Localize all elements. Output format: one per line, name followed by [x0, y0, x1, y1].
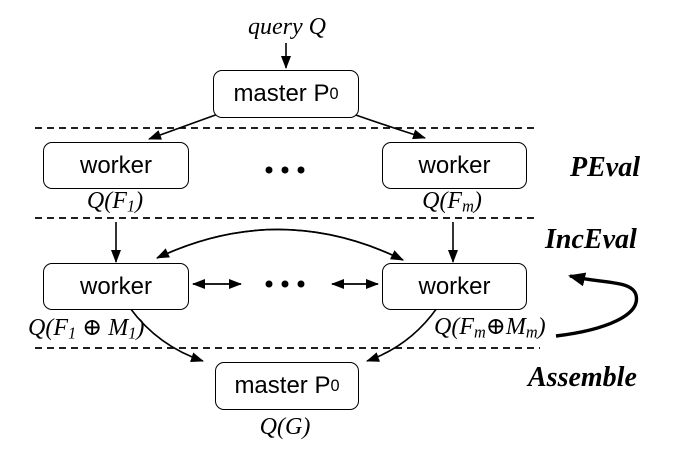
ellipsis-top-icon	[265, 166, 305, 174]
phase-label-inceval: IncEval	[545, 224, 637, 255]
qfm-sub: m	[462, 196, 474, 216]
qf1-sub: 1	[126, 196, 136, 216]
qf1-pre: Q(F	[86, 188, 127, 214]
label-qg: Q(G)	[215, 414, 355, 442]
qfmmm-s2: m	[525, 322, 538, 342]
qf1m1-p3: )	[136, 315, 145, 341]
arrow-worker-to-master-left	[129, 307, 204, 362]
qf1-post: )	[135, 188, 144, 214]
worker-node-inceval-right: worker	[382, 263, 527, 310]
qfmmm-p1: Q(F	[434, 314, 474, 340]
label-qf1: Q(F1)	[45, 188, 185, 216]
arrow-master-to-worker-right	[349, 112, 426, 140]
worker-label: worker	[79, 151, 152, 179]
worker-label: worker	[418, 151, 491, 179]
qfm-pre: Q(F	[422, 188, 463, 214]
arrow-master-to-worker-left	[148, 112, 222, 140]
master-bottom-label: master P	[234, 372, 331, 399]
qf1m1-s1: 1	[67, 323, 77, 343]
worker-label: worker	[79, 272, 152, 300]
label-qfmmm: Q(Fm⊕Mm)	[434, 314, 546, 342]
arrow-inceval-loop	[555, 272, 639, 338]
phase-label-assemble: Assemble	[528, 362, 637, 393]
query-text: query Q	[248, 14, 326, 40]
qfmmm-s1: m	[473, 322, 486, 342]
worker-node-inceval-left: worker	[43, 263, 189, 310]
qfmmm-p3: )	[537, 314, 546, 340]
worker-node-peval-left: worker	[43, 142, 189, 189]
phase-label-peval: PEval	[570, 152, 640, 183]
arc-worker-exchange-left	[156, 228, 404, 261]
master-top-label: master P	[233, 80, 330, 107]
qfmmm-p2: ⊕M	[485, 314, 526, 340]
worker-node-peval-right: worker	[382, 142, 527, 189]
label-qfm: Q(Fm)	[382, 188, 522, 216]
qf1m1-s2: 1	[128, 323, 137, 343]
qg-text: Q(G)	[259, 414, 311, 440]
ellipsis-middle-icon	[265, 280, 305, 288]
worker-label: worker	[418, 272, 491, 300]
arrow-worker-to-master-right	[366, 307, 438, 362]
qf1m1-p1: Q(F	[28, 315, 68, 341]
query-label: query Q	[217, 14, 357, 42]
label-qf1m1: Q(F1 ⊕ M1)	[28, 315, 144, 343]
qfm-post: )	[473, 188, 482, 214]
qf1m1-p2: ⊕ M	[76, 315, 129, 341]
